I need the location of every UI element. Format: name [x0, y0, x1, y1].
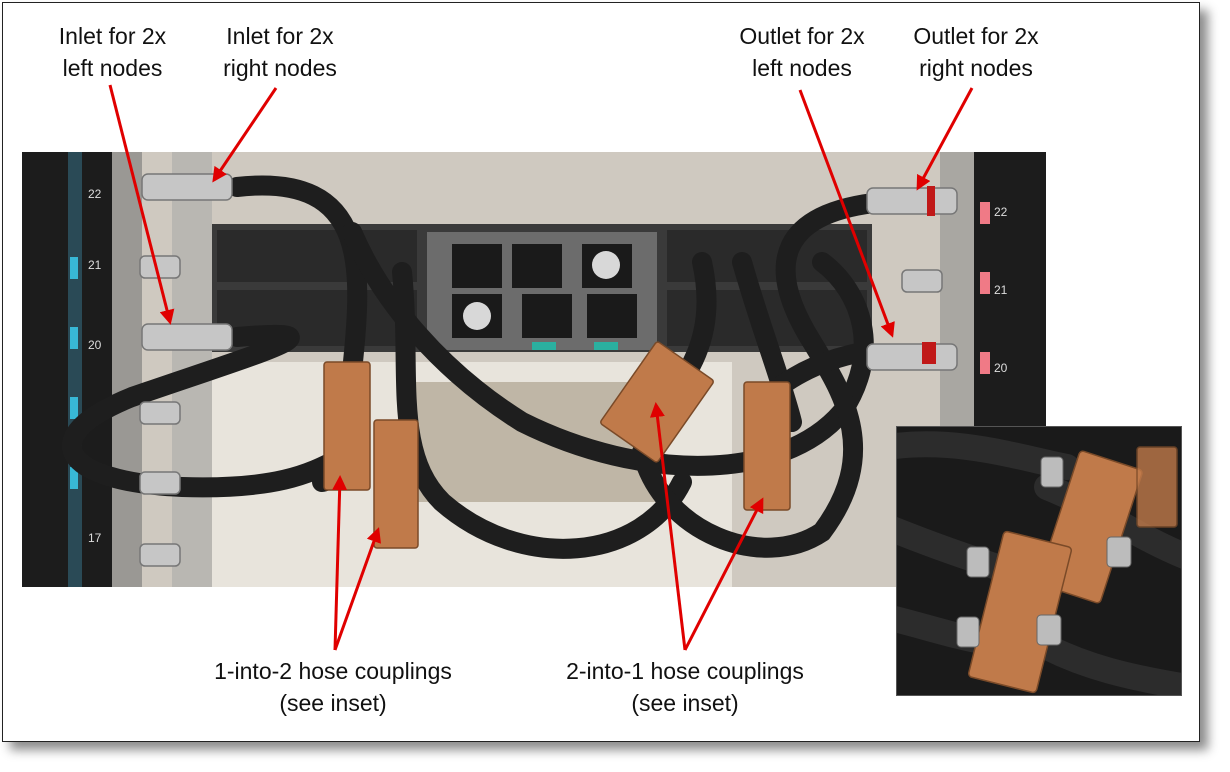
coupling-2-into-1-b	[743, 381, 791, 511]
coupling-2-into-1-line1: 2-into-1 hose couplings	[566, 658, 804, 684]
rack-unit-left-21: 21	[88, 258, 102, 272]
coupling-1-into-2-line2: (see inset)	[279, 690, 387, 716]
outlet-right-line1: Outlet for 2x	[913, 23, 1039, 49]
outlet-fitting-left-nodes	[866, 343, 958, 371]
inlet-left-nodes-label: Inlet for 2x left nodes	[40, 20, 185, 84]
outlet-right-nodes-label: Outlet for 2x right nodes	[896, 20, 1056, 84]
coupling-1-into-2-label: 1-into-2 hose couplings (see inset)	[188, 655, 478, 719]
inlet-right-line1: Inlet for 2x	[226, 23, 334, 49]
inlet-left-line2: left nodes	[62, 55, 163, 81]
coupling-1-into-2-b	[373, 419, 419, 549]
coupling-2-into-1-line2: (see inset)	[631, 690, 739, 716]
inlet-right-line2: right nodes	[223, 55, 337, 81]
rack-tab-left	[70, 257, 78, 279]
inlet-fitting-left-nodes	[141, 323, 233, 351]
outlet-right-line2: right nodes	[919, 55, 1033, 81]
rack-unit-right-21: 21	[994, 283, 1008, 297]
inlet-left-line1: Inlet for 2x	[58, 23, 167, 49]
server-rack-photo: 22 21 20 17 22 21 20	[22, 152, 1046, 587]
coupling-1-into-2-a	[323, 361, 371, 491]
rack-unit-right-22: 22	[994, 205, 1008, 219]
outlet-left-nodes-label: Outlet for 2x left nodes	[722, 20, 882, 84]
coupling-2-into-1-label: 2-into-1 hose couplings (see inset)	[540, 655, 830, 719]
coupling-inset-photo	[896, 426, 1182, 696]
outlet-left-line1: Outlet for 2x	[739, 23, 865, 49]
outlet-left-line2: left nodes	[752, 55, 852, 81]
rack-unit-right-20: 20	[994, 361, 1008, 375]
inlet-right-nodes-label: Inlet for 2x right nodes	[205, 20, 355, 84]
coupling-1-into-2-line1: 1-into-2 hose couplings	[214, 658, 452, 684]
inlet-fitting-right-nodes	[141, 173, 233, 201]
outlet-fitting-right-nodes	[866, 187, 958, 215]
rack-unit-left-22: 22	[88, 187, 102, 201]
rack-unit-left-17: 17	[88, 531, 102, 545]
rack-unit-left-20: 20	[88, 338, 102, 352]
